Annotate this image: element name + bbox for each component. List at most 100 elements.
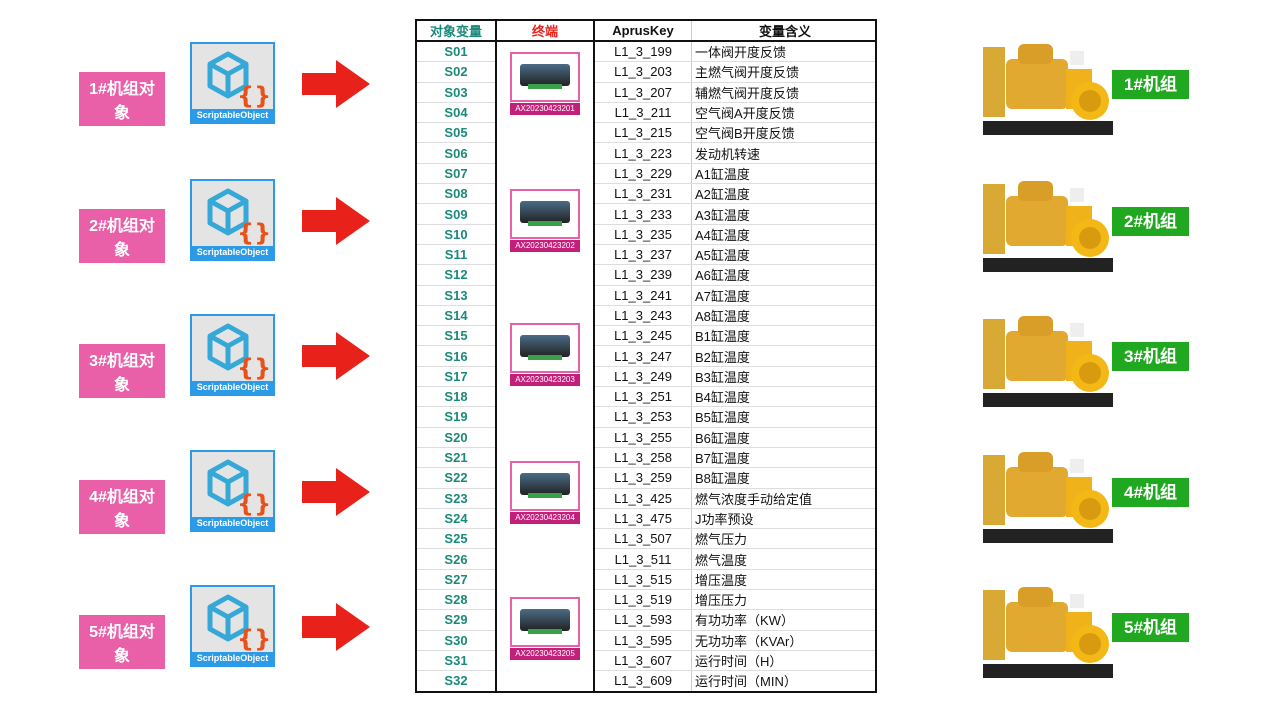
meaning-cell: 燃气压力 [691,528,876,550]
object-label: 1#机组对象 [79,72,165,126]
apruskey-cell: L1_3_199 [594,41,692,63]
generator-label: 2#机组 [1112,207,1189,236]
object-variable-cell: S10 [416,224,497,245]
object-variable-cell: S21 [416,447,497,469]
arrow-right-icon [302,197,370,245]
apruskey-cell: L1_3_207 [594,82,692,103]
meaning-cell: 运行时间（MIN） [691,670,876,692]
object-variable-cell: S18 [416,386,497,408]
object-variable-cell: S24 [416,508,497,530]
generator-image [983,181,1113,272]
meaning-cell: 增压温度 [691,569,876,591]
object-variable-cell: S19 [416,406,497,428]
object-variable-cell: S06 [416,142,497,164]
object-variable-cell: S15 [416,325,497,347]
icon-caption: ScriptableObject [192,652,273,665]
meaning-cell: B1缸温度 [691,325,876,347]
object-variable-cell: S25 [416,528,497,550]
generator-label: 3#机组 [1112,342,1189,371]
object-variable-cell: S16 [416,345,497,367]
meaning-cell: 增压压力 [691,589,876,611]
meaning-cell: B7缸温度 [691,447,876,469]
apruskey-cell: L1_3_245 [594,325,692,347]
object-variable-cell: S22 [416,467,497,489]
terminal-cell [496,305,595,326]
table-header: 对象变量 终端 AprusKey 变量含义 [416,20,876,42]
apruskey-cell: L1_3_609 [594,670,692,692]
header-terminal: 终端 [496,20,595,42]
object-label: 3#机组对象 [79,344,165,398]
terminal-id: AX20230423201 [510,103,580,115]
meaning-cell: A8缸温度 [691,305,876,327]
terminal-device: AX20230423202 [510,189,580,252]
apruskey-cell: L1_3_203 [594,61,692,83]
apruskey-cell: L1_3_211 [594,102,692,124]
apruskey-cell: L1_3_215 [594,122,692,144]
terminal-device-image [510,323,580,373]
terminal-cell [496,569,595,590]
object-variable-cell: S31 [416,650,497,672]
meaning-cell: A6缸温度 [691,264,876,286]
apruskey-cell: L1_3_241 [594,285,692,306]
meaning-cell: B5缸温度 [691,406,876,428]
object-label: 5#机组对象 [79,615,165,669]
apruskey-cell: L1_3_223 [594,142,692,164]
scriptable-object-icon: {} ScriptableObject [190,450,275,532]
object-variable-cell: S32 [416,670,497,692]
terminal-cell [496,386,595,407]
apruskey-cell: L1_3_253 [594,406,692,428]
object-variable-cell: S08 [416,183,497,205]
generator-image [983,452,1113,543]
generator-label: 4#机组 [1112,478,1189,507]
svg-text:{}: {} [237,219,271,246]
terminal-cell [496,142,595,164]
arrow-right-icon [302,468,370,516]
meaning-cell: 发动机转速 [691,142,876,164]
terminal-device: AX20230423201 [510,52,580,115]
terminal-cell [496,528,595,549]
meaning-cell: A7缸温度 [691,285,876,306]
scriptable-object-icon: {} ScriptableObject [190,585,275,667]
svg-text:{}: {} [237,354,271,381]
terminal-device-image [510,52,580,102]
object-variable-cell: S12 [416,264,497,286]
meaning-cell: 无功功率（KVAr） [691,630,876,651]
apruskey-cell: L1_3_515 [594,569,692,591]
meaning-cell: 空气阀B开度反馈 [691,122,876,144]
apruskey-cell: L1_3_595 [594,630,692,651]
apruskey-cell: L1_3_249 [594,366,692,388]
object-variable-cell: S11 [416,244,497,266]
icon-caption: ScriptableObject [192,109,273,122]
apruskey-cell: L1_3_231 [594,183,692,205]
generator-image [983,316,1113,407]
apruskey-cell: L1_3_259 [594,467,692,489]
terminal-cell [496,548,595,570]
object-variable-cell: S29 [416,609,497,631]
terminal-id: AX20230423204 [510,512,580,524]
generator-label: 1#机组 [1112,70,1189,99]
object-variable-cell: S07 [416,163,497,185]
object-variable-cell: S14 [416,305,497,327]
header-object-variable: 对象变量 [416,20,497,42]
apruskey-cell: L1_3_519 [594,589,692,611]
meaning-cell: 有功功率（KW） [691,609,876,631]
meaning-cell: J功率预设 [691,508,876,530]
meaning-cell: A1缸温度 [691,163,876,185]
generator-label: 5#机组 [1112,613,1189,642]
